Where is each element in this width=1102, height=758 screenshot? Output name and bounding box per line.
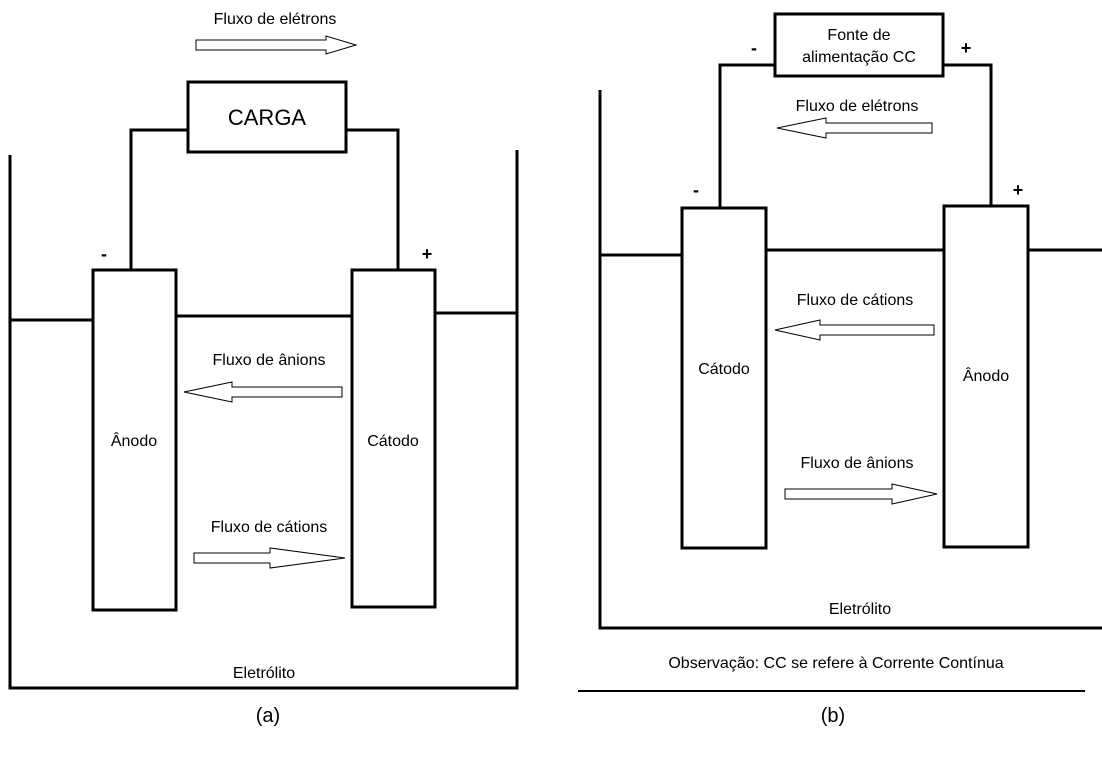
panel-b-left-sign: -: [693, 180, 699, 200]
panel-a-load-box: [186, 80, 348, 154]
panel-a-cation-flow-label: Fluxo de cátions: [211, 519, 328, 536]
panel-b-right-sign: +: [1013, 180, 1024, 200]
panel-a-caption: (a): [256, 705, 280, 727]
panel-b-electrolyte-label: Eletrólito: [829, 601, 891, 618]
panel-b-dc-source-label-line2: alimentação CC: [802, 49, 916, 66]
panel-b-cation-flow-arrow: [774, 319, 935, 341]
panel-b-caption: (b): [821, 705, 845, 727]
panel-a-cation-flow-arrow: [193, 547, 346, 569]
panel-a-cathode: [350, 268, 437, 609]
panel-a-electrolyte-label: Eletrólito: [233, 665, 295, 682]
panel-b: Fonte de alimentação CC - + Fluxo de elé…: [578, 12, 1102, 727]
panel-b-anion-flow-arrow: [784, 483, 938, 505]
panel-a-anion-flow-label: Fluxo de ânions: [213, 352, 326, 369]
panel-b-note: Observação: CC se refere à Corrente Cont…: [668, 655, 1003, 672]
panel-b-cation-flow-label: Fluxo de cátions: [797, 292, 914, 309]
panel-b-right-wire: [943, 63, 993, 206]
panel-a-right-sign: +: [422, 244, 433, 264]
panel-b-dc-source-label-line1: Fonte de: [827, 27, 890, 44]
panel-a-right-wire: [346, 128, 400, 270]
panel-a-container: [8, 150, 519, 690]
panel-a-electron-flow-label: Fluxo de elétrons: [214, 11, 337, 28]
panel-b-electron-flow-arrow: [776, 117, 933, 139]
panel-b-electron-flow-label: Fluxo de elétrons: [796, 98, 919, 115]
panel-b-container: [598, 90, 1102, 630]
panel-a-anode: [91, 268, 178, 612]
panel-a-anion-flow-arrow: [183, 381, 343, 403]
panel-b-cathode: [680, 206, 768, 550]
panel-a-anode-label: Ânodo: [111, 431, 157, 450]
panel-a-electron-flow-arrow: [195, 35, 358, 55]
panel-b-source-left-sign: -: [751, 38, 757, 58]
panel-b-anode-label: Ânodo: [963, 366, 1009, 385]
panel-a-left-wire: [129, 128, 188, 270]
panel-a: Fluxo de elétrons CARGA - + Ânodo Cátodo…: [8, 11, 519, 727]
panel-b-dc-source-box: [773, 12, 945, 78]
panel-a-load-label: CARGA: [228, 105, 307, 130]
panel-a-cathode-label: Cátodo: [367, 433, 419, 450]
panel-b-source-right-sign: +: [961, 38, 972, 58]
panel-a-left-sign: -: [101, 244, 107, 264]
panel-b-left-wire: [718, 63, 775, 208]
panel-b-cathode-label: Cátodo: [698, 361, 750, 378]
panel-b-anion-flow-label: Fluxo de ânions: [801, 455, 914, 472]
panel-b-anode: [942, 204, 1030, 549]
